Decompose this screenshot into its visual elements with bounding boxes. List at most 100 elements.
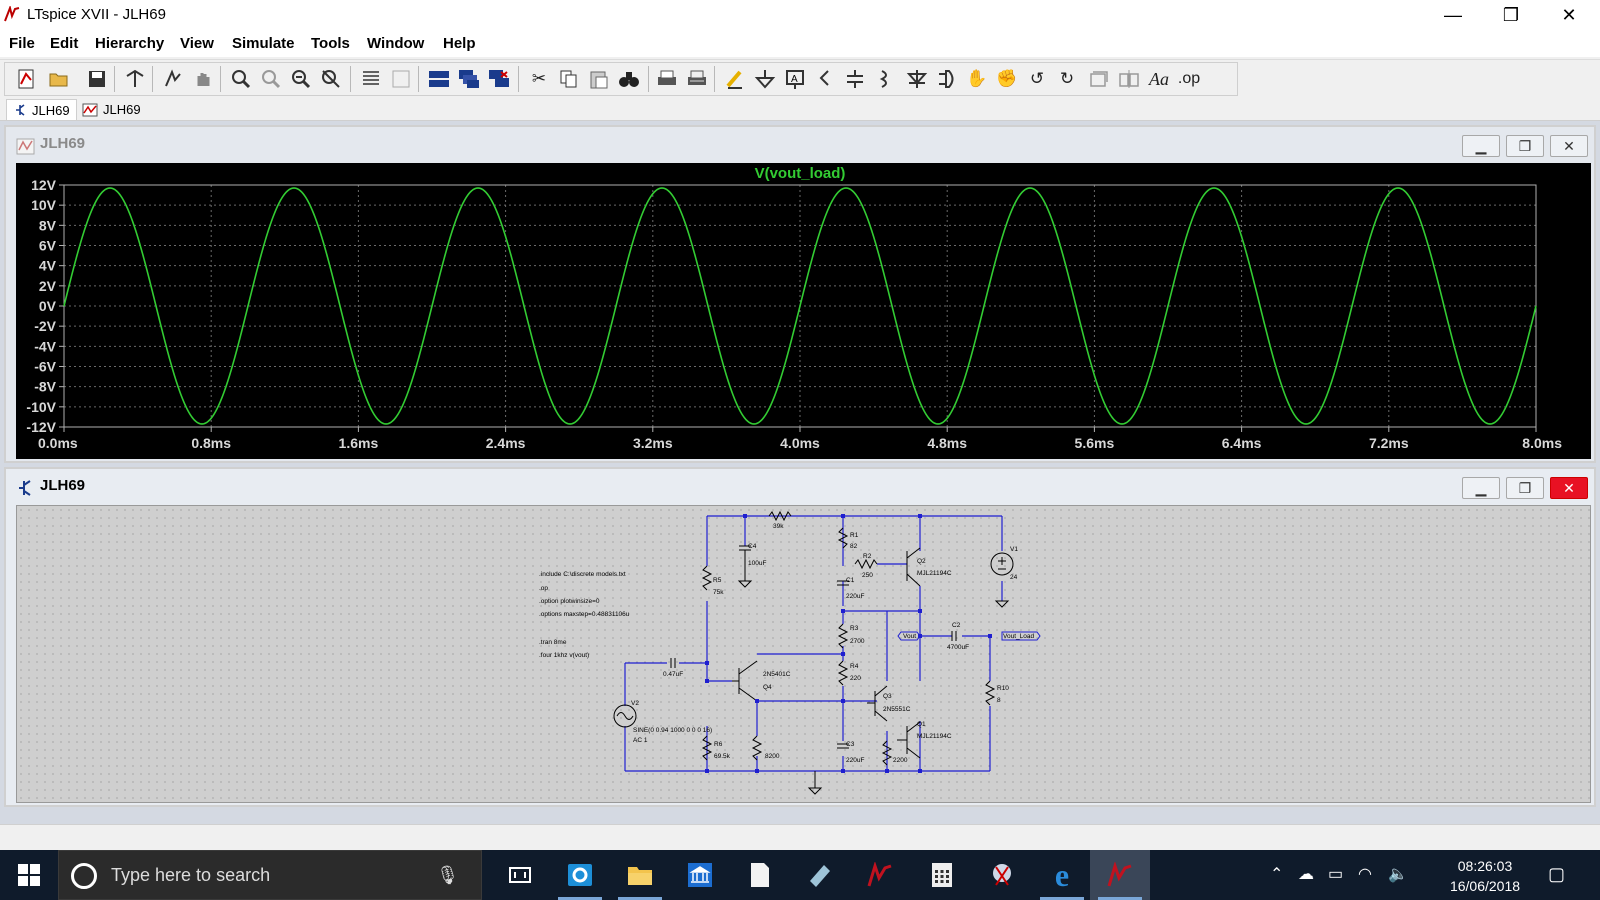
vout-net-label[interactable]: Vout [903, 633, 916, 640]
open-icon[interactable] [46, 66, 72, 92]
q1-name[interactable]: Q1 [917, 721, 926, 728]
calculator-icon[interactable] [912, 850, 972, 900]
r3-value[interactable]: 2700 [850, 638, 865, 645]
r2-name[interactable]: R2 [863, 553, 872, 560]
tab-schematic[interactable]: JLH69 [6, 99, 77, 120]
q3-name[interactable]: Q3 [883, 693, 892, 700]
directive-maxstep[interactable]: .options maxstep=0.48831106u [539, 611, 630, 618]
print-preview-icon[interactable] [684, 66, 710, 92]
snipping-tool-icon[interactable] [972, 850, 1032, 900]
diode-icon[interactable] [904, 66, 930, 92]
r4-name[interactable]: R4 [850, 663, 859, 670]
q4-part[interactable]: 2N5401C [763, 671, 791, 678]
v2-value[interactable]: SINE(0 0.94 1000 0 0 0 16) [633, 727, 712, 734]
child-maximize-button[interactable]: ❐ [1506, 135, 1544, 157]
edge-browser-icon[interactable]: e [1032, 850, 1092, 900]
file-explorer-icon[interactable] [610, 850, 670, 900]
wire-icon[interactable] [722, 66, 748, 92]
cascade-icon[interactable] [456, 66, 482, 92]
net-label-icon[interactable]: A [782, 66, 808, 92]
c1-value[interactable]: 220uF [846, 593, 864, 600]
menu-help[interactable]: Help [443, 35, 476, 52]
bank-app-icon[interactable] [670, 850, 730, 900]
drag-icon[interactable]: ✊ [996, 69, 1018, 88]
r6-name[interactable]: R6 [714, 741, 723, 748]
directive-four[interactable]: .four 1khz v(vout) [539, 652, 589, 659]
close-windows-icon[interactable] [486, 66, 512, 92]
redo-icon[interactable]: ↻ [1059, 69, 1075, 88]
menu-view[interactable]: View [180, 35, 214, 52]
move-icon[interactable]: ✋ [966, 69, 988, 88]
menu-simulate[interactable]: Simulate [232, 35, 295, 52]
child-minimize-button[interactable]: ▁ [1462, 135, 1500, 157]
menu-file[interactable]: File [9, 35, 35, 52]
zoom-out-icon[interactable] [288, 66, 314, 92]
menu-hierarchy[interactable]: Hierarchy [95, 35, 165, 52]
component-icon[interactable] [934, 66, 960, 92]
directive-include[interactable]: .include C:\discrete models.txt [539, 571, 626, 578]
ground-icon[interactable] [752, 66, 778, 92]
mirror-icon[interactable] [1116, 66, 1142, 92]
taskbar-clock[interactable]: 08:26:03 16/06/2018 [1440, 856, 1530, 896]
tab-waveform[interactable]: JLH69 [76, 99, 147, 120]
directive-plotwinsize[interactable]: .option plotwinsize=0 [539, 598, 600, 605]
q1-part[interactable]: MJL21194C [917, 733, 952, 740]
q3-part[interactable]: 2N5551C [883, 706, 911, 713]
minimize-button[interactable]: — [1424, 0, 1482, 30]
child-close-button[interactable]: ✕ [1550, 135, 1588, 157]
inductor-icon[interactable] [872, 66, 898, 92]
action-center-icon[interactable]: ▢ [1548, 864, 1566, 884]
child-close-button[interactable]: ✕ [1550, 477, 1588, 499]
capacitor-icon[interactable] [842, 66, 868, 92]
zoom-fit-icon[interactable] [318, 66, 344, 92]
r5-name[interactable]: R5 [713, 577, 722, 584]
r-top-value[interactable]: 39k [773, 523, 784, 530]
microphone-icon[interactable]: 🎙 [436, 865, 459, 885]
autorange-icon[interactable] [358, 66, 384, 92]
r10-name[interactable]: R10 [997, 685, 1009, 692]
input-cap-value[interactable]: 0.47uF [663, 671, 683, 678]
c3-value[interactable]: 220uF [846, 757, 864, 764]
find-icon[interactable] [616, 66, 642, 92]
schematic-canvas[interactable]: .include C:\discrete models.txt .op .opt… [16, 505, 1591, 803]
outlook-app-icon[interactable] [550, 850, 610, 900]
run-icon[interactable] [160, 66, 186, 92]
undo-icon[interactable]: ↺ [1029, 69, 1045, 88]
fft-icon[interactable] [388, 66, 414, 92]
r6-value[interactable]: 69.5k [714, 753, 731, 760]
v2-name[interactable]: V2 [631, 700, 639, 707]
paste-icon[interactable] [586, 66, 612, 92]
cut-icon[interactable]: ✂ [531, 69, 547, 88]
battery-icon[interactable]: ▭ [1328, 866, 1344, 883]
zoom-in-icon[interactable] [228, 66, 254, 92]
start-button[interactable] [0, 850, 58, 900]
v1-value[interactable]: 24 [1010, 574, 1018, 581]
menu-edit[interactable]: Edit [50, 35, 79, 52]
schematic-window-titlebar[interactable]: JLH69 ▁ ❐ ✕ [6, 469, 1594, 501]
text-icon[interactable]: Aa [1146, 66, 1172, 92]
r5-value[interactable]: 75k [713, 589, 724, 596]
directive-tran[interactable]: .tran 8me [539, 639, 567, 646]
copy-icon[interactable] [556, 66, 582, 92]
q2-name[interactable]: Q2 [917, 558, 926, 565]
c4-value[interactable]: 100uF [748, 560, 766, 567]
r10-value[interactable]: 8 [997, 697, 1001, 704]
c1-name[interactable]: C1 [846, 577, 855, 584]
zoom-area-icon[interactable] [258, 66, 284, 92]
c4-name[interactable]: C4 [748, 543, 757, 550]
task-view-icon[interactable] [490, 850, 550, 900]
sticky-notes-icon[interactable] [790, 850, 850, 900]
resistor-icon[interactable] [812, 66, 838, 92]
ltspice-app-icon-2[interactable] [850, 850, 910, 900]
c3-name[interactable]: C3 [846, 741, 855, 748]
waveform-window-titlebar[interactable]: JLH69 ▁ ❐ ✕ [6, 127, 1594, 159]
onedrive-icon[interactable]: ☁ [1298, 866, 1314, 883]
wifi-icon[interactable]: ◠ [1358, 866, 1372, 883]
r1-value[interactable]: 82 [850, 543, 858, 550]
r3-name[interactable]: R3 [850, 625, 859, 632]
v1-name[interactable]: V1 [1010, 546, 1018, 553]
new-schematic-icon[interactable] [14, 66, 40, 92]
r2-value[interactable]: 250 [862, 572, 873, 579]
spice-directive-icon[interactable]: .op [1176, 66, 1202, 92]
